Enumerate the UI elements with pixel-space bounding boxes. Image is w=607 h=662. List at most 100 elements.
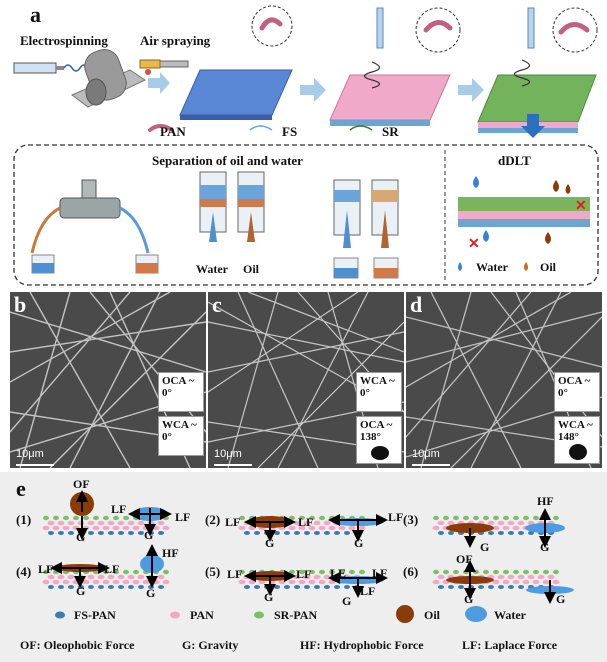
le-label-5: LE [330,566,347,580]
panel-b-letter: b [14,292,27,317]
scale-bar [214,464,252,466]
g-label-2a: G [265,536,275,550]
mechanism-diagram [42,490,574,623]
pan-fiber-icon [148,124,174,132]
scale-label: 10μm [214,448,242,460]
scale-bar [412,464,450,466]
fs-pan-mat [329,74,451,121]
g-label-4a: G [76,584,86,598]
g-label-3b: G [540,540,550,554]
svg-text:✕: ✕ [575,197,587,213]
arrow-icon [458,78,484,102]
ddlt-title: dDLT [498,153,531,168]
lf-label-4a: LF [38,562,54,576]
g-label-1a: G [76,530,86,544]
oca-inset-bottom: OCA ~ 138° [356,416,402,464]
legend-oil: Oil [424,608,441,622]
syringe-icon [13,62,89,74]
lf-label-5c: LF [372,566,388,580]
of-label-1: OF [73,477,90,491]
legend-pan: PAN [190,608,214,622]
sem-panel-d: d OCA ~ 0° WCA ~ 148° 10μm [406,292,602,468]
g-label-5a: G [264,590,274,604]
of-label-6: OF [456,552,473,566]
lf-label-5d: LF [360,584,376,598]
pan-icon [170,611,180,619]
def-g: G: Gravity [182,638,239,652]
lf-label-2c: LF [388,510,404,524]
scale-label: 10μm [16,448,44,460]
mechanism-3-label: (3) [403,512,419,527]
g-label-5b: G [342,594,352,608]
collector-drum-icon [71,49,147,108]
fs-pan-icon [55,611,65,619]
wca-inset-text: WCA ~ 148° [558,419,593,443]
fs-fiber-icon [249,125,273,131]
droplet-icon [371,446,389,460]
lf-label-2b: LF [298,515,314,529]
hf-label-3: HF [537,494,554,508]
panel-a-letter: a [30,2,41,27]
legend-water: Water [494,608,526,622]
def-of: OF: Oleophobic Force [20,638,135,652]
svg-text:✕: ✕ [468,235,480,251]
g-label-1b: G [144,528,154,542]
legend-fs: FS [282,124,298,139]
arrow-icon [300,78,326,102]
water-icon [465,606,487,622]
scale-label: 10μm [412,448,440,460]
lf-label-1b: LF [175,510,191,524]
air-spraying-label: Air spraying [140,33,211,48]
ddlt-water-label: Water [476,260,508,274]
legend-sr-pan: SR-PAN [274,608,318,622]
arrow-icon [148,72,170,94]
g-label-2b: G [354,536,364,550]
fiber-texture [406,292,602,468]
spray-gun-icon [139,59,189,75]
ddlt-oil-label: Oil [540,260,557,274]
separation-box [13,144,599,286]
g-label-6a: G [464,592,474,606]
lf-label-1a: LF [111,502,127,516]
def-hf: HF: Hydrophobic Force [300,638,424,652]
sr-fiber-icon [349,125,373,131]
ddlt-membrane-icon: ✕ ✕ [458,176,590,271]
column-separator-2-icon [333,179,399,279]
oil-label: Oil [243,262,260,276]
hf-label-4: HF [162,546,179,560]
separation-title: Separation of oil and water [152,153,303,168]
droplet-icon [569,444,587,460]
panel-d-letter: d [410,292,423,317]
ocas-inset-top: OCA ~ 0° [158,372,204,412]
pan-mat [179,69,293,116]
wca-inset-bottom: WCA ~ 148° [554,416,600,464]
sr-pan-icon [254,611,264,619]
panel-e-letter: e [16,476,26,501]
panel-a-illustration: ✕ ✕ [13,5,599,286]
legend-pan: PAN [160,124,186,139]
g-label-4b: G [146,586,156,600]
lf-label-2a: LF [225,515,241,529]
lf-label-5a: LF [227,567,243,581]
column-separator-icon [199,171,265,242]
def-lf: LF: Laplace Force [462,638,558,652]
wca-inset-bottom: WCA ~ 0° [158,416,204,456]
lf-label-5b: LF [296,567,312,581]
mechanism-2-label: (2) [205,512,221,527]
legend-fs-pan: FS-PAN [74,608,116,622]
mechanism-4-label: (4) [16,564,32,579]
mechanism-1-label: (1) [16,512,32,527]
lf-label-4b: LF [104,562,120,576]
panel-c-letter: c [212,292,222,317]
sem-panel-b: b OCA ~ 0° WCA ~ 0° 10μm [10,292,206,468]
electrospinning-label: Electrospinning [20,33,108,48]
mechanism-5-label: (5) [205,564,221,579]
sem-panel-c: c WCA ~ 0° OCA ~ 138° 10μm [208,292,404,468]
pipe-separator-icon [30,179,159,274]
down-arrow-icon [521,114,545,138]
legend-sr: SR [382,124,399,139]
water-label: Water [196,262,228,276]
oca-inset-text: OCA ~ 138° [360,419,393,443]
scale-bar [16,464,54,466]
g-label-3a: G [480,540,490,554]
